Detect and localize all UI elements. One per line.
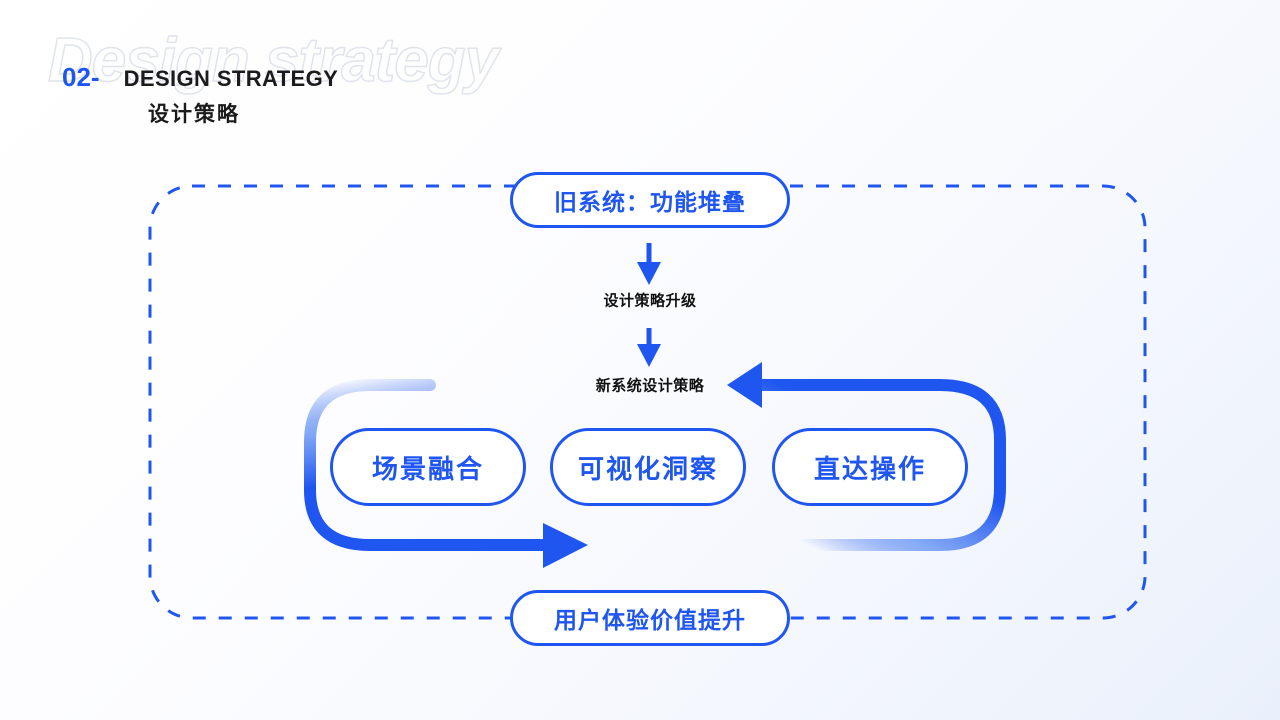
arrow-upgrade-to-newstrategy	[637, 328, 661, 367]
page-title-en: DESIGN STRATEGY	[123, 66, 339, 91]
header-row: 02- DESIGN STRATEGY	[62, 64, 338, 90]
loop-right-feedback	[727, 362, 1006, 551]
loop-left-output	[304, 379, 588, 568]
arrowhead-left	[727, 362, 762, 408]
node-new-strategy-label: 新系统设计策略	[595, 377, 705, 395]
watermark-text: Design strategy	[47, 26, 500, 95]
node-old-system[interactable]: 旧系统：功能堆叠	[510, 172, 790, 228]
page-title-cn: 设计策略	[148, 103, 240, 126]
arrowhead-right	[543, 523, 588, 568]
node-outcome[interactable]: 用户体验价值提升	[510, 590, 790, 646]
node-upgrade-label: 设计策略升级	[603, 292, 697, 310]
arrow-old-to-upgrade	[637, 243, 661, 285]
node-pillar-visual-insight[interactable]: 可视化洞察	[550, 428, 746, 506]
section-number: 02-	[62, 62, 100, 92]
node-pillar-direct-operation[interactable]: 直达操作	[772, 428, 968, 506]
node-pillar-scene-fusion[interactable]: 场景融合	[330, 428, 526, 506]
